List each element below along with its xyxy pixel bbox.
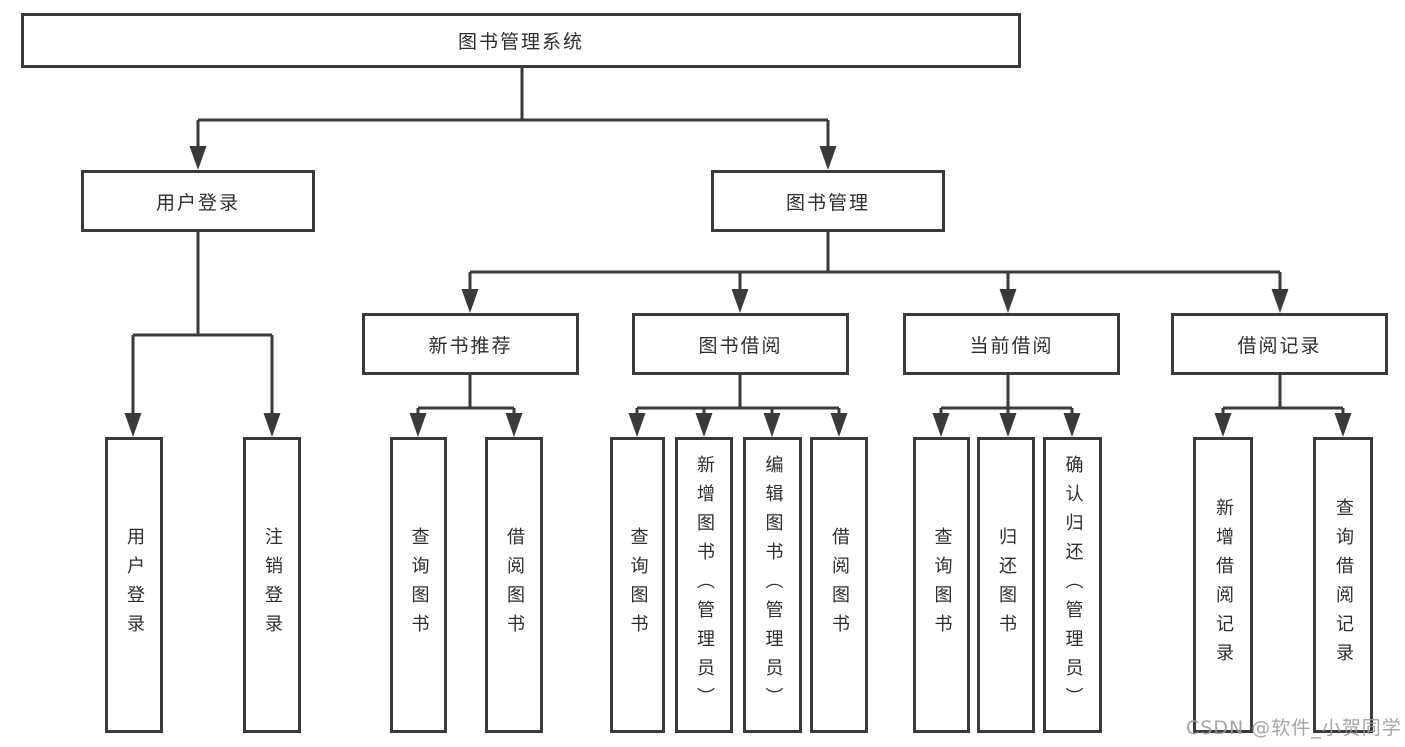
node-current-borrow: 当前借阅 bbox=[903, 313, 1120, 375]
node-book-management-label: 图书管理 bbox=[785, 191, 870, 214]
arrowhead-icon bbox=[1271, 289, 1289, 313]
arrowhead-icon bbox=[819, 146, 837, 170]
leaf-user-login-label: 用户登录 bbox=[124, 527, 145, 643]
arrowhead-icon bbox=[932, 413, 950, 437]
node-root-label: 图书管理系统 bbox=[457, 31, 584, 53]
arrowhead-icon bbox=[409, 413, 427, 437]
leaf-borrow-book-recommend-label: 借阅图书 bbox=[504, 527, 525, 643]
node-borrow-records: 借阅记录 bbox=[1171, 313, 1388, 375]
node-book-borrow: 图书借阅 bbox=[632, 313, 849, 375]
arrowhead-icon bbox=[695, 413, 713, 437]
node-current-borrow-label: 当前借阅 bbox=[969, 334, 1054, 357]
arrowhead-icon bbox=[731, 289, 749, 313]
leaf-add-borrow-record: 新增借阅记录 bbox=[1193, 437, 1253, 733]
leaf-query-book-recommend: 查询图书 bbox=[390, 437, 447, 733]
leaf-logout-login: 注销登录 bbox=[243, 437, 301, 733]
node-book-management: 图书管理 bbox=[711, 170, 945, 232]
arrowhead-icon bbox=[1063, 413, 1081, 437]
arrowhead-icon bbox=[189, 146, 207, 170]
leaf-query-borrow-record-label: 查询借阅记录 bbox=[1333, 498, 1354, 672]
leaf-add-borrow-record-label: 新增借阅记录 bbox=[1213, 498, 1234, 672]
leaf-borrow-book-label: 借阅图书 bbox=[829, 527, 850, 643]
leaf-query-book-current: 查询图书 bbox=[913, 437, 970, 733]
leaf-edit-book-admin: 编辑图书（管理员） bbox=[743, 437, 802, 733]
leaf-confirm-return-admin: 确认归还（管理员） bbox=[1043, 437, 1102, 733]
node-borrow-records-label: 借阅记录 bbox=[1237, 334, 1322, 357]
node-root: 图书管理系统 bbox=[21, 13, 1021, 68]
node-book-borrow-label: 图书借阅 bbox=[698, 334, 783, 357]
leaf-query-borrow-record: 查询借阅记录 bbox=[1313, 437, 1373, 733]
leaf-borrow-book-recommend: 借阅图书 bbox=[485, 437, 543, 733]
leaf-edit-book-admin-label: 编辑图书（管理员） bbox=[762, 454, 784, 716]
arrowhead-icon bbox=[124, 413, 142, 437]
arrowhead-icon bbox=[763, 413, 781, 437]
leaf-query-book-borrow: 查询图书 bbox=[610, 437, 665, 733]
arrowhead-icon bbox=[628, 413, 646, 437]
arrowhead-icon bbox=[999, 413, 1017, 437]
leaf-confirm-return-admin-label: 确认归还（管理员） bbox=[1062, 454, 1084, 716]
leaf-add-book-admin: 新增图书（管理员） bbox=[675, 437, 733, 733]
leaf-query-book-recommend-label: 查询图书 bbox=[408, 527, 430, 643]
leaf-query-book-borrow-label: 查询图书 bbox=[627, 527, 649, 643]
leaf-return-book-label: 归还图书 bbox=[996, 527, 1017, 643]
arrowhead-icon bbox=[830, 413, 848, 437]
leaf-query-book-current-label: 查询图书 bbox=[931, 527, 953, 643]
node-new-book-recommend-label: 新书推荐 bbox=[428, 334, 513, 357]
node-new-book-recommend: 新书推荐 bbox=[362, 313, 579, 375]
arrowhead-icon bbox=[461, 289, 479, 313]
leaf-borrow-book: 借阅图书 bbox=[810, 437, 868, 733]
leaf-logout-login-label: 注销登录 bbox=[262, 527, 283, 643]
leaf-add-book-admin-label: 新增图书（管理员） bbox=[694, 454, 715, 716]
arrowhead-icon bbox=[1214, 413, 1232, 437]
node-user-login: 用户登录 bbox=[81, 170, 315, 232]
leaf-user-login: 用户登录 bbox=[105, 437, 163, 733]
arrowhead-icon bbox=[263, 413, 281, 437]
arrowhead-icon bbox=[505, 413, 523, 437]
watermark: CSDN @软件_小贺同学 bbox=[1186, 717, 1402, 739]
arrowhead-icon bbox=[999, 289, 1017, 313]
leaf-return-book: 归还图书 bbox=[977, 437, 1035, 733]
arrowhead-icon bbox=[1334, 413, 1352, 437]
node-user-login-label: 用户登录 bbox=[155, 191, 240, 214]
